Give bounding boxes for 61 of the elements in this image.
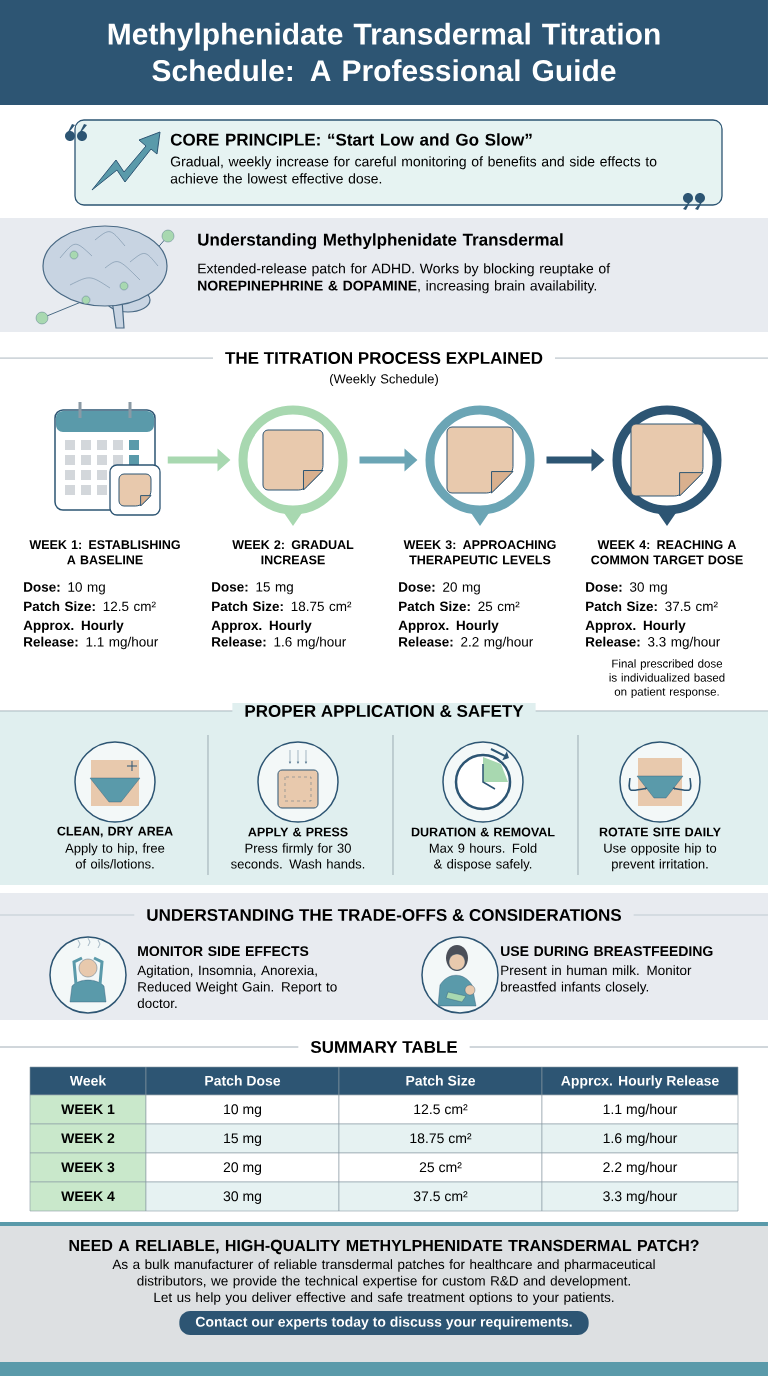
card-text: Use opposite hip to prevent irritation. [604,843,717,872]
step-heading: WEEK 3: APPROACHING THERAPEUTIC LEVELS [403,540,556,565]
dose-detail: Dose: 20 mg [399,582,480,595]
dose-detail: Dose: 15 mg [212,582,293,595]
table-header-cell: Patch Dose [145,1066,340,1096]
table-cell: 37.5 cm² [338,1181,543,1212]
table-cell: 10 mg [145,1094,340,1125]
dose-detail: Patch Size: 25 cm² [399,601,520,612]
table-cell: 30 mg [145,1181,340,1212]
dose-detail: Approx. Hourly Release: 3.3 mg/hour [585,620,721,650]
table-cell: WEEK 2 [29,1123,147,1154]
section-heading: THE TITRATION PROCESS EXPLAINED [213,350,555,367]
table-cell: 25 cm² [338,1152,543,1183]
section-heading: PROPER APPLICATION & SAFETY [232,703,536,720]
contact-button: Contact our experts today to discuss your requirements. [179,1311,589,1335]
card-title: ROTATE SITE DAILY [599,827,721,837]
principle-text: Gradual, weekly increase for careful monitoring of benefits and side effects to achieve the lowest effective dose. [170,156,657,184]
cta-text: As a bulk manufacturer of reliable transdermal patches for healthcare and pharmaceutical distributors, we provide the technical expertise for custom R&D and development. Let us help you deliver effective and safe treatment options to your patients. [112,1259,655,1305]
principle-heading: CORE PRINCIPLE: “Start Low and Go Slow” [170,133,532,146]
note-text: Final prescribed dose is individualized based on patient response. [609,659,725,698]
table-cell: 3.3 mg/hour [541,1181,739,1212]
section-heading: Understanding Methylphenidate Transdermal [198,233,563,250]
card-title: USE DURING BREASTFEEDING [501,946,713,957]
card-text: Press firmly for 30 seconds. Wash hands. [231,843,365,869]
dose-detail: Dose: 30 mg [586,582,667,595]
card-text: Present in human milk. Monitor breastfed infants closely. [501,965,692,995]
table-header-cell: Apprcx. Hourly Release [541,1066,739,1096]
table-cell: 1.1 mg/hour [541,1094,739,1125]
dose-detail: Patch Size: 18.75 cm² [212,601,352,612]
table-cell: WEEK 1 [29,1094,147,1125]
table-cell: 15 mg [145,1123,340,1154]
dose-detail: Dose: 10 mg [24,582,105,595]
dose-detail: Patch Size: 37.5 cm² [586,601,718,612]
table-cell: 20 mg [145,1152,340,1183]
table-header-cell: Week [29,1066,147,1096]
card-text: Agitation, Insomnia, Anorexia, Reduced Weight Gain. Report to doctor. [137,965,337,1009]
table-cell: 18.75 cm² [338,1123,543,1154]
table-cell: 2.2 mg/hour [541,1152,739,1183]
subheading: (Weekly Schedule) [330,373,438,387]
card-title: MONITOR SIDE EFFECTS [138,946,309,957]
table-header-cell: Patch Size [338,1066,543,1096]
table-cell: WEEK 4 [29,1181,147,1212]
table-cell: 1.6 mg/hour [541,1123,739,1154]
dose-detail: Approx. Hourly Release: 2.2 mg/hour [398,620,534,650]
card-text: Apply to hip, free of oils/lotions. [65,843,165,869]
dose-detail: Approx. Hourly Release: 1.1 mg/hour [23,620,159,650]
step-heading: WEEK 4: REACHING A COMMON TARGET DOSE [591,540,743,565]
table-cell: 12.5 cm² [338,1094,543,1125]
dose-detail: Patch Size: 12.5 cm² [24,601,156,612]
dose-detail: Approx. Hourly Release: 1.6 mg/hour [211,620,347,650]
cta-heading: NEED A RELIABLE, HIGH-QUALITY METHYLPHENIDATE TRANSDERMAL PATCH? [69,1239,699,1255]
section-heading: SUMMARY TABLE [298,1039,470,1055]
title-banner: Methylphenidate Transdermal Titration Schedule: A Professional Guide [0,0,768,105]
step-heading: WEEK 1: ESTABLISHING A BASELINE [29,540,180,565]
card-title: DURATION & REMOVAL [411,827,555,837]
card-text: Max 9 hours. Fold & dispose safely. [429,843,537,872]
card-title: APPLY & PRESS [248,827,348,837]
card-title: CLEAN, DRY AREA [57,826,173,838]
table-cell: WEEK 3 [29,1152,147,1183]
body-text: Extended-release patch for ADHD. Works by blocking reuptake of NOREPINEPHRINE & DOPAMINE, increasing brain availability. [198,263,611,294]
step-heading: WEEK 2: GRADUAL INCREASE [232,540,354,565]
